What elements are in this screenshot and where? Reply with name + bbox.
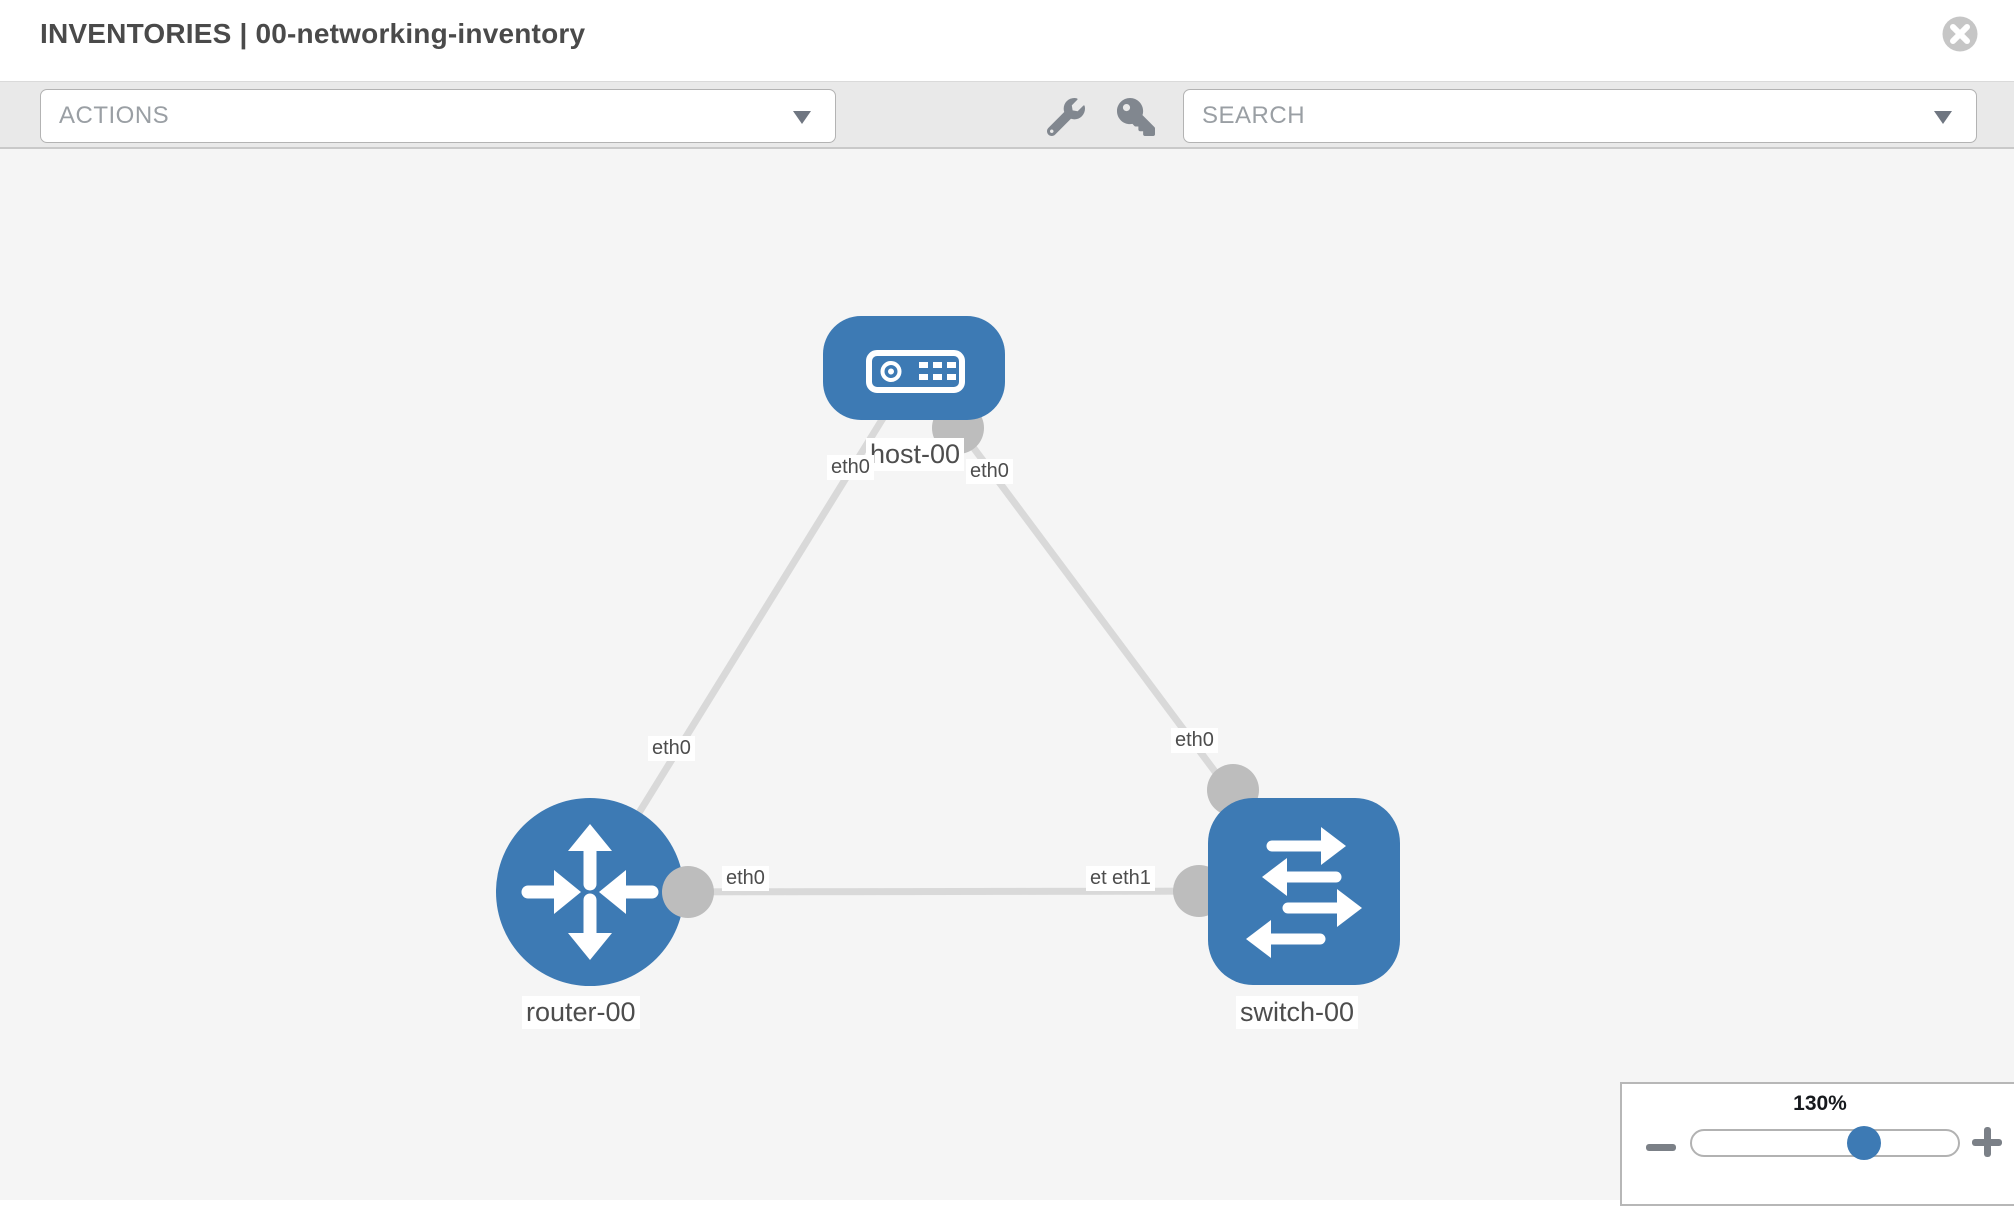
- router-icon: [521, 824, 659, 960]
- switch-icon: [1246, 827, 1362, 958]
- interface-label: eth0: [827, 455, 874, 480]
- interface-label: eth0: [648, 736, 695, 761]
- zoom-level: 130%: [1793, 1092, 1847, 1115]
- node-switch-00[interactable]: [1208, 798, 1400, 985]
- node-label-host: host-00: [866, 438, 965, 472]
- key-icon: [1117, 97, 1155, 136]
- topology-canvas[interactable]: host-00 router-00 switch-00 eth0 eth0 et…: [0, 149, 2014, 1206]
- actions-dropdown[interactable]: ACTIONS: [40, 89, 836, 143]
- node-router-00[interactable]: [496, 798, 684, 986]
- zoom-out-button[interactable]: [1644, 1124, 1678, 1158]
- actions-dropdown-label: ACTIONS: [59, 102, 170, 129]
- interface-label: eth0: [1171, 728, 1218, 753]
- zoom-control: 130%: [1620, 1082, 2014, 1206]
- search-dropdown[interactable]: SEARCH: [1183, 89, 1977, 143]
- chevron-down-icon: [793, 111, 811, 124]
- zoom-slider[interactable]: [1690, 1126, 1960, 1160]
- node-label-switch: switch-00: [1236, 996, 1359, 1030]
- credentials-button[interactable]: [1114, 96, 1158, 140]
- node-label-router: router-00: [522, 996, 640, 1030]
- search-dropdown-label: SEARCH: [1202, 102, 1306, 129]
- interface-label: eth1: [1108, 866, 1155, 891]
- minus-icon: [1646, 1144, 1676, 1151]
- port-router-eth0: [662, 866, 714, 918]
- configure-button[interactable]: [1044, 96, 1088, 140]
- node-host-00[interactable]: [823, 316, 1005, 420]
- page-header: INVENTORIES | 00-networking-inventory: [0, 0, 2014, 81]
- close-button[interactable]: [1941, 15, 1979, 53]
- wrench-icon: [1046, 97, 1085, 136]
- interface-label: eth0: [966, 459, 1013, 484]
- host-icon: [866, 350, 965, 393]
- plus-icon: [1972, 1127, 2002, 1157]
- interface-label: eth0: [722, 866, 769, 891]
- close-icon: [1942, 16, 1978, 52]
- toolbar: ACTIONS SEARCH: [0, 81, 2014, 149]
- zoom-slider-handle[interactable]: [1847, 1126, 1881, 1160]
- page-title: INVENTORIES | 00-networking-inventory: [40, 18, 586, 49]
- zoom-in-button[interactable]: [1970, 1124, 2004, 1158]
- chevron-down-icon: [1934, 111, 1952, 124]
